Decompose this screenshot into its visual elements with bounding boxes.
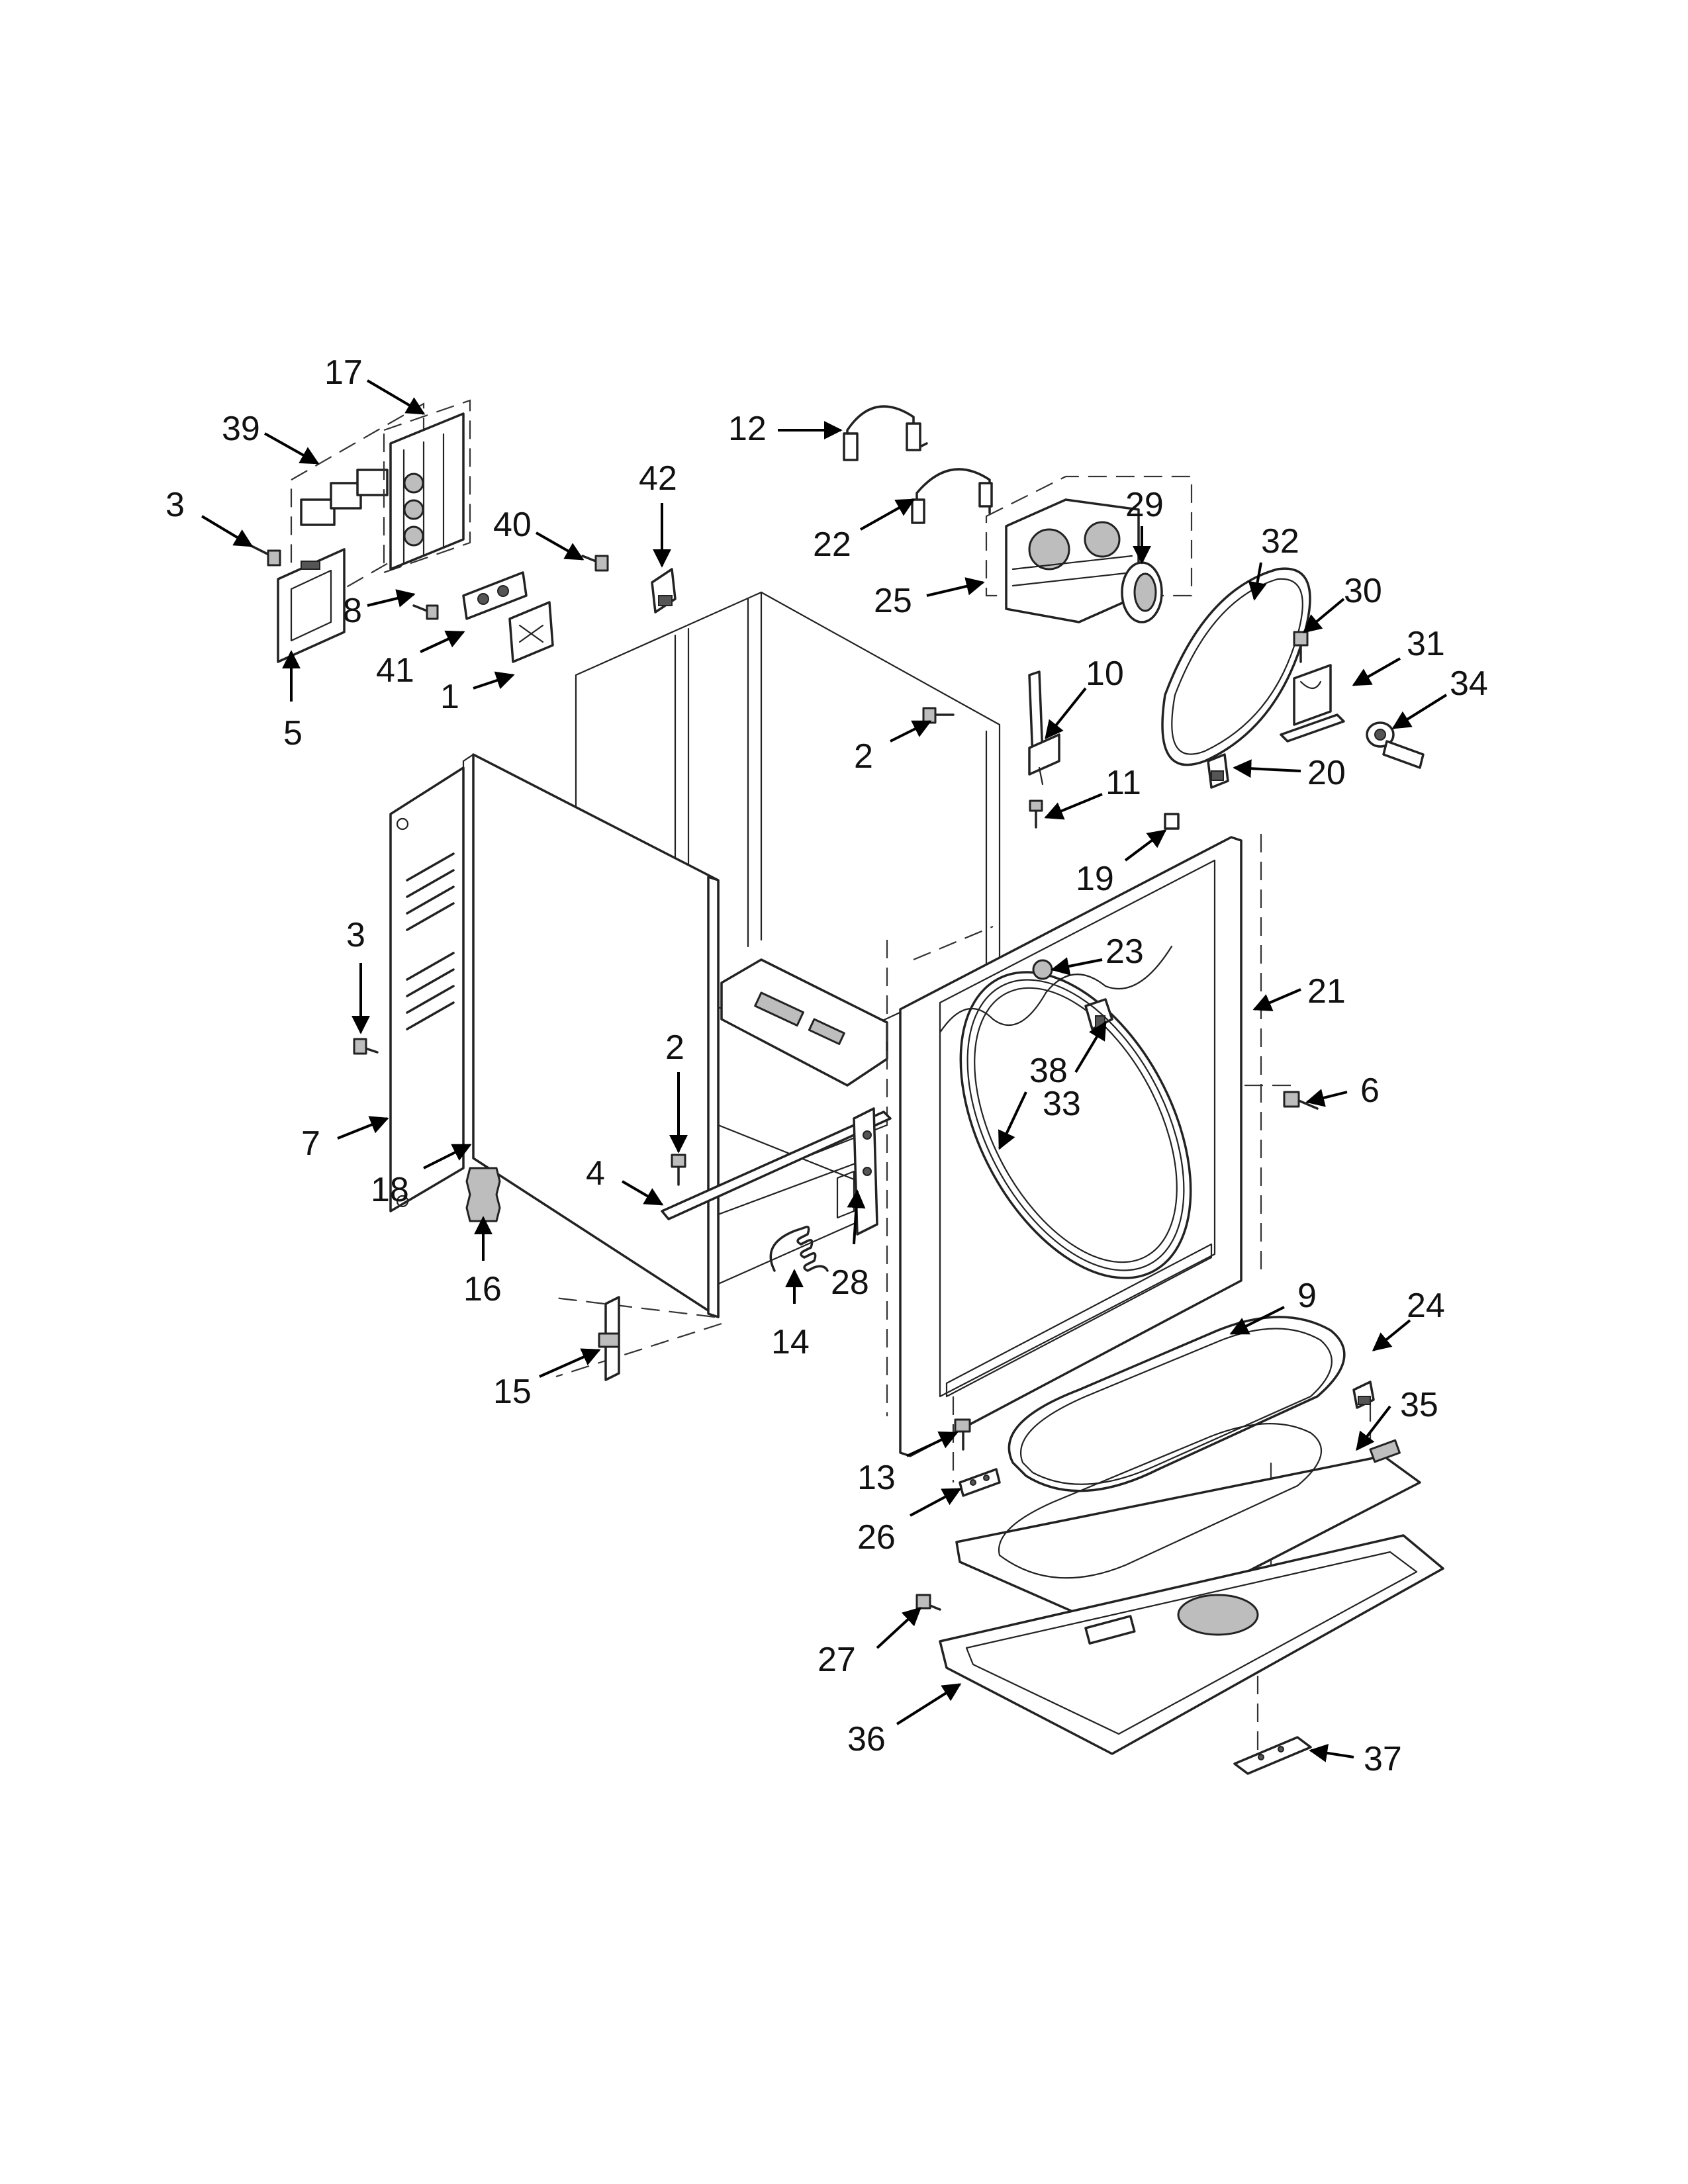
callout-42: 42	[639, 459, 677, 498]
screw-2-lower	[671, 1154, 686, 1186]
callout-19: 19	[1076, 860, 1114, 898]
outer-door-36	[939, 1534, 1444, 1755]
spring-14	[769, 1226, 829, 1272]
seal-38	[966, 979, 1185, 1271]
latch-28	[836, 1107, 878, 1236]
wire-harness-board	[383, 399, 471, 574]
clip-42	[651, 568, 677, 614]
callout-4: 4	[586, 1154, 605, 1193]
clip-20	[1207, 753, 1229, 789]
callout-7: 7	[301, 1124, 320, 1163]
callout-35: 35	[1400, 1386, 1438, 1424]
callout-8: 8	[343, 592, 362, 630]
callout-2a: 2	[854, 737, 873, 776]
callout-labels: 17 39 3 5 8 41 1 40 42 12 22 25 29 32 30…	[165, 353, 1488, 1778]
callout-13: 13	[857, 1459, 896, 1497]
cabinet-right-side-panel	[707, 876, 888, 1318]
callout-25: 25	[874, 582, 912, 620]
callout-40: 40	[493, 506, 532, 544]
callout-34: 34	[1450, 664, 1488, 703]
screw-40	[581, 555, 609, 572]
hinge-26	[959, 1468, 1001, 1497]
front-panel	[899, 836, 1243, 1457]
callout-22: 22	[813, 525, 851, 564]
screw-6	[1283, 1091, 1319, 1110]
callout-36: 36	[847, 1720, 886, 1758]
callout-26: 26	[857, 1518, 896, 1557]
bracket-31	[1280, 664, 1345, 743]
leader-arrows	[201, 379, 1448, 1762]
drive-motor-25	[985, 475, 1193, 623]
callout-32: 32	[1261, 522, 1299, 561]
callout-33: 33	[1043, 1085, 1081, 1123]
support-rail-4	[661, 1111, 892, 1220]
callout-41: 41	[376, 651, 414, 690]
clip-23	[1032, 959, 1053, 980]
callout-17: 17	[324, 353, 363, 392]
rear-panel	[389, 766, 465, 1212]
clip-19	[1164, 813, 1180, 830]
pulley-29	[1121, 561, 1163, 623]
callout-27: 27	[818, 1641, 856, 1679]
screw-3-lower	[353, 1038, 379, 1055]
inner-door-35	[955, 1423, 1421, 1636]
callout-23: 23	[1105, 933, 1144, 971]
door-catch-24	[1352, 1381, 1375, 1409]
callout-18: 18	[371, 1171, 409, 1209]
callout-39: 39	[222, 410, 260, 448]
hinge-15	[598, 1296, 620, 1381]
screw-30	[1293, 631, 1309, 663]
label-1	[508, 601, 554, 663]
callout-14: 14	[771, 1323, 810, 1361]
callout-10: 10	[1086, 655, 1124, 693]
callout-31: 31	[1407, 625, 1445, 663]
callout-6: 6	[1360, 1071, 1380, 1110]
callout-3b: 3	[346, 916, 365, 954]
callout-15: 15	[493, 1373, 532, 1411]
door-handle-37	[1233, 1736, 1312, 1775]
callout-30: 30	[1344, 572, 1382, 610]
door-switch-10	[1028, 670, 1060, 786]
callout-16: 16	[463, 1270, 502, 1308]
callout-2b: 2	[665, 1028, 684, 1067]
screw-2-upper	[922, 707, 955, 724]
screw-11	[1029, 799, 1043, 829]
callout-11: 11	[1105, 764, 1141, 802]
callout-37: 37	[1364, 1740, 1402, 1778]
callout-21: 21	[1307, 972, 1346, 1011]
callout-38: 38	[1029, 1052, 1068, 1090]
callout-24: 24	[1407, 1287, 1445, 1325]
motor-mount-clamp-12	[843, 405, 928, 461]
callout-28: 28	[831, 1263, 869, 1302]
callout-9: 9	[1297, 1277, 1317, 1315]
cabinet-base-deck	[720, 958, 888, 1087]
callout-29: 29	[1125, 486, 1164, 524]
screw-27	[915, 1594, 941, 1611]
screw-8	[412, 604, 439, 620]
motor-mount-clamp-22	[911, 468, 993, 524]
rear-cover-plate	[277, 548, 346, 663]
callout-12: 12	[728, 410, 767, 448]
terminal-block-41	[462, 571, 528, 620]
callout-5: 5	[283, 714, 303, 752]
switch-34	[1366, 721, 1425, 769]
callout-3a: 3	[165, 486, 185, 524]
callout-20: 20	[1307, 754, 1346, 792]
leveling-leg-16	[465, 1167, 501, 1222]
screw-3-top	[250, 545, 281, 567]
callout-1: 1	[440, 678, 459, 716]
screw-13	[954, 1418, 971, 1451]
